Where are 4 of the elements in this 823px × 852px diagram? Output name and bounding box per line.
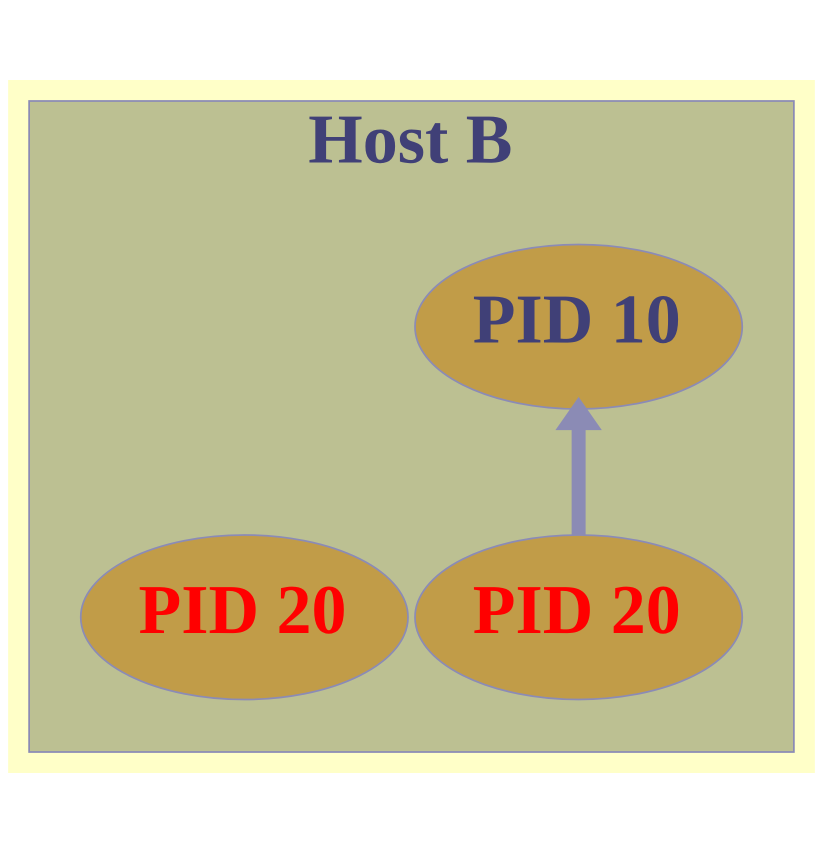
- node-ellipse: PID 20: [414, 534, 744, 700]
- node-ellipse: PID 20: [80, 534, 409, 700]
- node-ellipse: PID 10: [414, 243, 744, 410]
- arrow: [555, 396, 602, 534]
